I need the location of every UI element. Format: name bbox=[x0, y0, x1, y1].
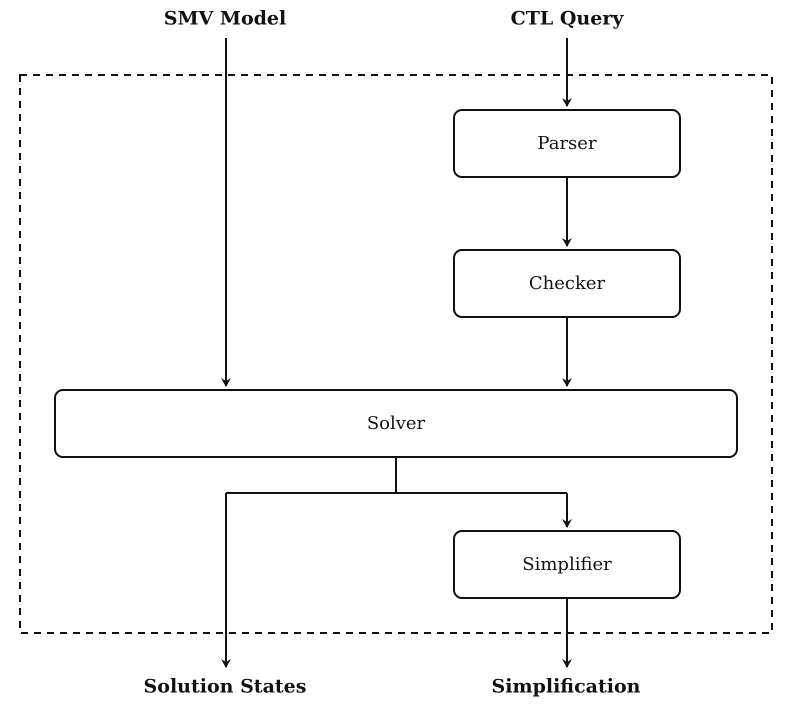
checker-label: Checker bbox=[528, 273, 606, 294]
solver-label: Solver bbox=[366, 413, 426, 434]
solver-node: Solver bbox=[54, 389, 738, 458]
simplifier-node: Simplifier bbox=[453, 530, 681, 599]
output-label-simplification: Simplification bbox=[491, 675, 641, 698]
simplifier-label: Simplifier bbox=[522, 554, 612, 575]
output-label-solution-states: Solution States bbox=[143, 675, 307, 698]
checker-node: Checker bbox=[453, 249, 681, 318]
input-label-ctl-query: CTL Query bbox=[510, 7, 624, 30]
system-boundary-dashed-box bbox=[19, 74, 773, 634]
parser-label: Parser bbox=[537, 133, 597, 154]
input-label-smv-model: SMV Model bbox=[163, 7, 287, 30]
parser-node: Parser bbox=[453, 109, 681, 178]
